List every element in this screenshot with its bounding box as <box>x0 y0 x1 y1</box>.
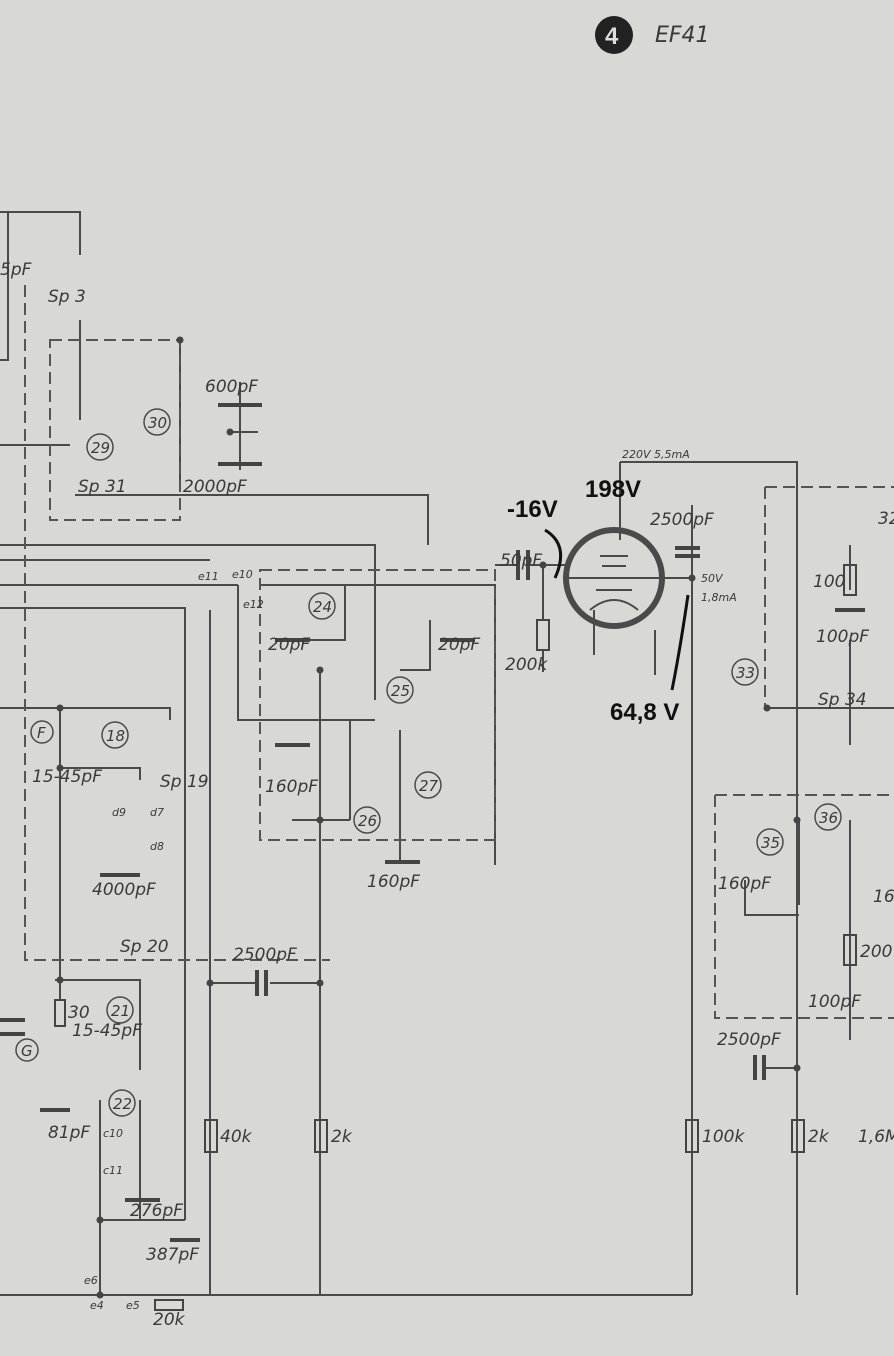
label-20pf-b: 20pF <box>438 635 480 655</box>
label-32-partial: 32 <box>878 509 894 529</box>
label-100k: 100k <box>702 1127 745 1147</box>
label-coil-35: 35 <box>761 834 780 852</box>
label-coil-26: 26 <box>358 812 377 830</box>
label-2k-b: 2k <box>808 1127 830 1147</box>
label-grid-resistor: 200k <box>505 655 548 675</box>
label-d9: d9 <box>112 806 126 819</box>
label-276pf: 276pF <box>130 1201 183 1221</box>
label-screen-cap: 2500pF <box>650 510 714 530</box>
label-40k: 40k <box>220 1127 253 1147</box>
label-sp34: Sp 34 <box>818 690 867 710</box>
tube-ef41 <box>563 527 665 629</box>
label-trimmer-2: 15-45pF <box>72 1021 142 1041</box>
label-160pf-right: 160pF <box>718 874 771 894</box>
label-20pf-a: 20pF <box>268 635 310 655</box>
label-e6: e6 <box>84 1274 98 1287</box>
label-2000pf: 2000pF <box>183 477 247 497</box>
label-2500pf-bottom: 2500pF <box>233 945 297 965</box>
label-4000pf: 4000pF <box>92 880 156 900</box>
dashed-shields <box>24 285 894 1019</box>
label-coil-36: 36 <box>819 809 838 827</box>
label-res-30: 30 <box>68 1003 90 1023</box>
label-coil-33: 33 <box>736 664 755 682</box>
label-trimmer-1: 15-45pF <box>32 767 102 787</box>
junction-dots <box>56 336 801 1299</box>
label-grid-cap: 50pF <box>500 551 542 571</box>
label-res-200: 200 <box>860 942 892 962</box>
label-160pf-a: 160pF <box>265 777 318 797</box>
label-160-partial: 160 <box>873 887 894 907</box>
grid-voltage-arrow <box>544 528 563 579</box>
resistors <box>54 564 857 1311</box>
label-600pf: 600pF <box>205 377 258 397</box>
label-grid-voltage: -16V <box>507 496 558 523</box>
tube-type: EF41 <box>655 23 710 48</box>
label-cap-100pf: 100pF <box>816 627 869 647</box>
label-coil-18: 18 <box>106 727 125 745</box>
label-coil-27: 27 <box>419 777 439 795</box>
label-cap-partial: 5pF <box>0 260 32 280</box>
label-2k-a: 2k <box>331 1127 353 1147</box>
label-e4: e4 <box>90 1299 104 1312</box>
wires <box>0 211 894 1296</box>
label-e10: e10 <box>232 568 253 581</box>
label-160pf-b: 160pF <box>367 872 420 892</box>
label-sp19: Sp 19 <box>160 772 209 792</box>
capacitors <box>0 403 865 1242</box>
label-e5: e5 <box>126 1299 140 1312</box>
stage-number: 4 <box>605 23 619 50</box>
label-sp20: Sp 20 <box>120 937 169 957</box>
label-d7: d7 <box>150 806 164 819</box>
label-supply: 220V 5,5mA <box>622 448 690 461</box>
label-res-100: 100 <box>813 572 845 592</box>
label-coil-30: 30 <box>148 414 167 432</box>
screen-voltage-arrow <box>670 594 690 691</box>
label-f: F <box>37 724 46 742</box>
label-screen-voltage: 50V <box>701 572 724 585</box>
label-c11: c11 <box>103 1164 123 1177</box>
label-coil-29: 29 <box>91 439 110 457</box>
label-anode-voltage: 198V <box>585 476 641 503</box>
label-20k: 20k <box>153 1310 186 1330</box>
label-coil-22: 22 <box>113 1095 132 1113</box>
label-g: G <box>21 1042 33 1060</box>
label-1-6m: 1,6M <box>858 1127 894 1147</box>
label-coil-25: 25 <box>391 682 410 700</box>
label-coil-24: 24 <box>313 598 332 616</box>
label-coil-21: 21 <box>111 1002 130 1020</box>
label-screen-current: 1,8mA <box>701 591 737 604</box>
label-387pf: 387pF <box>146 1245 199 1265</box>
coil-number-circles <box>15 408 842 1117</box>
label-screen-measured: 64,8 V <box>610 699 679 726</box>
label-sp3: Sp 3 <box>48 287 86 307</box>
label-sp31: Sp 31 <box>78 477 127 497</box>
stage-badge <box>595 16 633 54</box>
label-c10: c10 <box>103 1127 123 1140</box>
label-d8: d8 <box>150 840 164 853</box>
label-100pf-right: 100pF <box>808 992 861 1012</box>
label-2500pf-right: 2500pF <box>717 1030 781 1050</box>
label-81pf: 81pF <box>48 1123 90 1143</box>
label-e11: e11 <box>198 570 219 583</box>
label-e12: e12 <box>243 598 264 611</box>
